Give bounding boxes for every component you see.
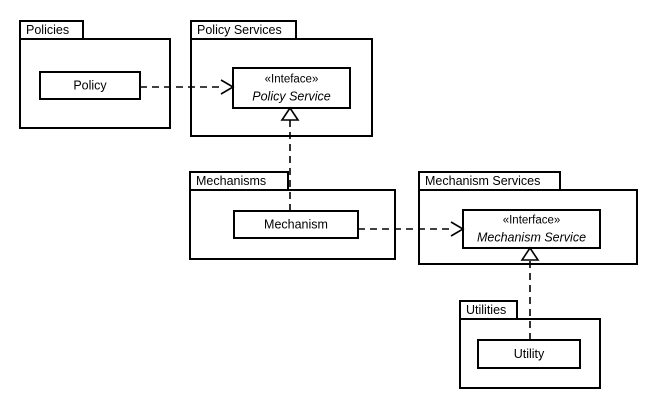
interface-name-policy-service: Policy Service xyxy=(252,89,331,103)
class-label-utility: Utility xyxy=(514,347,545,361)
stereotype-label-mechanism-service: «Interface» xyxy=(503,215,561,227)
package-mechanisms[interactable]: Mechanisms Mechanism xyxy=(189,171,396,260)
class-policy[interactable]: Policy xyxy=(39,71,141,100)
package-body-mechanisms xyxy=(189,189,396,260)
class-box-policy xyxy=(39,71,141,100)
package-policies[interactable]: Policies Policy xyxy=(19,20,171,129)
connection-mechanism-to-mechanism-service[interactable] xyxy=(358,221,465,237)
dependency-arrowhead-policy-to-policy-service xyxy=(220,79,235,95)
dependency-arrowhead-mechanism-to-mechanism-service xyxy=(450,221,465,237)
interface-mechanism-service[interactable]: «Interface» Mechanism Service xyxy=(462,209,601,249)
package-label-policies: Policies xyxy=(26,23,69,37)
stereotype-label-policy-service: «Inteface» xyxy=(265,74,319,86)
package-utilities[interactable]: Utilities Utility xyxy=(459,300,601,389)
class-box-utility xyxy=(477,339,581,369)
realization-triangle-utility-to-mechanism-service xyxy=(520,246,540,261)
interface-name-mechanism-service: Mechanism Service xyxy=(477,230,586,244)
connection-utility-to-mechanism-service[interactable] xyxy=(520,246,540,340)
class-box-policy-service xyxy=(232,67,351,109)
class-label-policy: Policy xyxy=(73,78,107,92)
class-mechanism[interactable]: Mechanism xyxy=(233,210,359,239)
connection-mechanism-to-policy-service[interactable] xyxy=(280,106,300,211)
class-box-mechanism xyxy=(233,210,359,239)
connection-policy-to-policy-service[interactable] xyxy=(140,79,235,95)
package-label-mechanisms: Mechanisms xyxy=(196,174,266,188)
class-label-mechanism: Mechanism xyxy=(264,217,328,231)
package-label-mechanism-services: Mechanism Services xyxy=(425,174,540,188)
class-utility[interactable]: Utility xyxy=(477,339,581,369)
package-label-utilities: Utilities xyxy=(466,303,506,317)
realization-triangle-mechanism-to-policy-service xyxy=(280,106,300,121)
connections-layer xyxy=(140,79,540,340)
class-box-mechanism-service xyxy=(462,209,601,249)
package-label-policy-services: Policy Services xyxy=(197,23,282,37)
interface-policy-service[interactable]: «Inteface» Policy Service xyxy=(232,67,351,109)
package-policy-services[interactable]: Policy Services «Inteface» Policy Servic… xyxy=(190,20,373,137)
package-mechanism-services[interactable]: Mechanism Services «Interface» Mechanism… xyxy=(418,171,638,265)
